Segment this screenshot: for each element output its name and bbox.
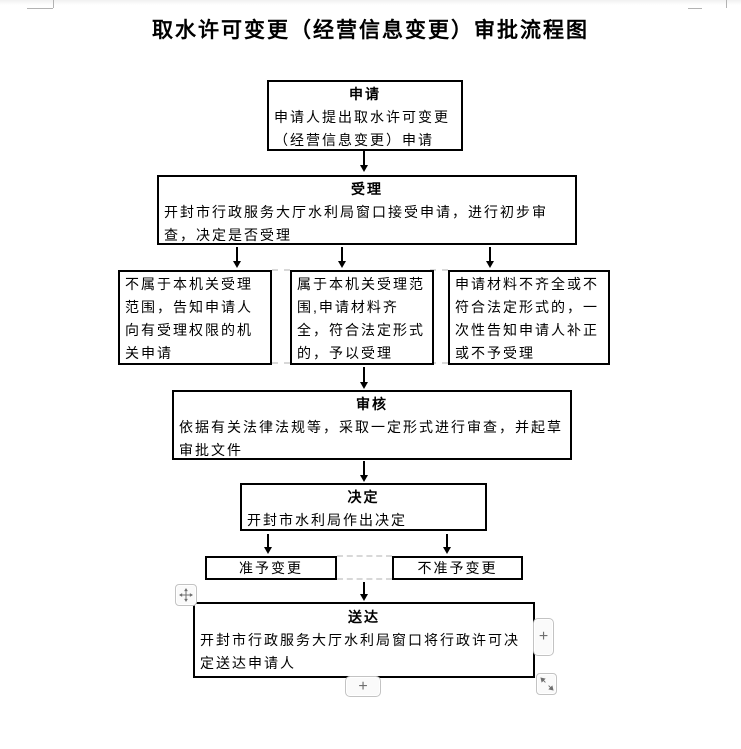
add-row-side-button[interactable]: + <box>533 618 554 656</box>
flow-node-deny: 不准予变更 <box>392 556 523 580</box>
flow-node-deliver: 送达 开封市行政服务大厅水利局窗口将行政许可决定送达申请人 <box>193 602 535 678</box>
arrow-accept-to-branch-right <box>486 247 494 268</box>
resize-diagonal-button[interactable] <box>536 673 557 695</box>
flow-node-branch-right-body: 申请材料不齐全或不符合法定形式的，一次性告知申请人补正或不予受理 <box>455 276 599 361</box>
move-icon <box>179 588 193 602</box>
plus-icon: + <box>358 677 368 695</box>
page-top-shade <box>0 0 741 5</box>
add-row-bottom-button[interactable]: + <box>345 676 381 697</box>
flow-node-deliver-body: 开封市行政服务大厅水利局窗口将行政许可决定送达申请人 <box>200 632 520 671</box>
flow-node-deny-label: 不准予变更 <box>417 559 498 576</box>
resize-diagonal-icon <box>539 677 554 691</box>
arrow-accept-to-branch-middle <box>338 247 346 268</box>
arrow-apply-to-accept <box>360 150 368 172</box>
flow-node-approve: 准予变更 <box>205 556 337 580</box>
arrow-decision-to-deny <box>443 534 451 554</box>
flow-node-branch-left-body: 不属于本机关受理范围，告知申请人向有受理权限的机关申请 <box>125 276 253 361</box>
flow-node-review-body: 依据有关法律法规等，采取一定形式进行审查，并起草审批文件 <box>179 419 563 458</box>
flow-node-decision-body: 开封市水利局作出决定 <box>247 512 407 528</box>
flow-node-deliver-heading: 送达 <box>348 609 380 625</box>
flow-node-accept-body: 开封市行政服务大厅水利局窗口接受申请，进行初步审查，决定是否受理 <box>164 204 548 243</box>
flow-node-branch-right: 申请材料不齐全或不符合法定形式的，一次性告知申请人补正或不予受理 <box>448 270 610 365</box>
page-title: 取水许可变更（经营信息变更）审批流程图 <box>152 19 589 42</box>
flow-node-branch-middle-body: 属于本机关受理范围,申请材料齐全，符合法定形式的，予以受理 <box>297 276 425 361</box>
flow-node-review: 审核 依据有关法律法规等，采取一定形式进行审查，并起草审批文件 <box>172 390 572 460</box>
flow-node-decision-heading: 决定 <box>347 489 380 505</box>
dash-guide <box>272 269 290 271</box>
arrow-accept-to-branch-left <box>233 247 241 268</box>
arrow-branch-to-review <box>360 367 368 389</box>
dash-guide <box>430 269 448 271</box>
plus-icon: + <box>538 628 549 645</box>
flow-node-review-heading: 审核 <box>356 396 388 412</box>
move-handle-button[interactable] <box>175 584 197 606</box>
flow-node-branch-left: 不属于本机关受理范围，告知申请人向有受理权限的机关申请 <box>118 270 272 365</box>
corner-mark-top-right-v <box>726 0 727 8</box>
flow-node-branch-middle: 属于本机关受理范围,申请材料齐全，符合法定形式的，予以受理 <box>290 270 434 365</box>
dash-guide <box>430 362 448 364</box>
flow-node-approve-label: 准予变更 <box>239 559 303 576</box>
arrow-review-to-decision <box>360 461 368 482</box>
dash-guide <box>337 578 392 580</box>
dash-guide <box>337 555 392 557</box>
arrow-result-to-deliver <box>360 582 368 601</box>
flow-node-accept-heading: 受理 <box>351 181 383 197</box>
flow-node-accept: 受理 开封市行政服务大厅水利局窗口接受申请，进行初步审查，决定是否受理 <box>157 175 577 245</box>
flow-node-decision: 决定 开封市水利局作出决定 <box>240 483 487 531</box>
flow-node-apply: 申请 申请人提出取水许可变更（经营信息变更）申请 <box>267 80 463 151</box>
dash-guide <box>272 362 290 364</box>
flow-node-apply-body: 申请人提出取水许可变更（经营信息变更）申请 <box>274 109 450 148</box>
flow-node-apply-heading: 申请 <box>349 86 381 102</box>
corner-mark-top-right-h <box>688 8 702 9</box>
arrow-decision-to-approve <box>264 534 272 554</box>
corner-mark-top-left-h <box>27 8 53 9</box>
corner-mark-top-left-v <box>53 0 54 8</box>
